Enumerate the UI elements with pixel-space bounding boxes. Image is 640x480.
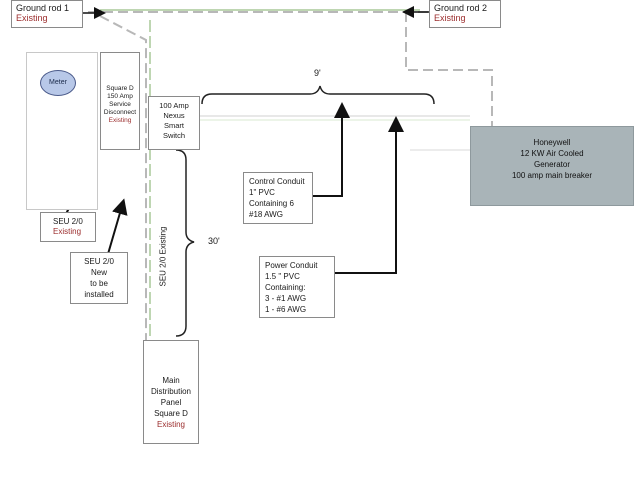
control-conduit-line-4: #18 AWG	[249, 210, 283, 219]
seu-new-line-4: installed	[84, 290, 114, 299]
service-disconnect-line-4: Disconnect	[103, 109, 137, 116]
service-disconnect-line-2: 150 Amp	[107, 93, 133, 100]
generator-line-2: 12 KW Air Cooled	[520, 149, 584, 158]
control-conduit-line-3: Containing 6	[249, 199, 294, 208]
ground-rod-1-status: Existing	[16, 13, 48, 23]
power-conduit-line-5: 1 - #6 AWG	[265, 305, 307, 314]
power-conduit-box: Power Conduit 1.5 " PVC Containing: 3 - …	[259, 256, 335, 318]
ground-rod-2-title: Ground rod 2	[434, 3, 488, 13]
horizontal-brace	[201, 85, 435, 105]
smart-switch-line-1: 100 Amp	[159, 101, 189, 110]
arrow-seu-new	[107, 198, 128, 255]
smart-switch-line-3: Smart	[163, 121, 184, 130]
main-panel-box: Main Distribution Panel Square D Existin…	[143, 340, 199, 444]
main-panel-line-2: Distribution	[150, 387, 191, 396]
seu-existing-title: SEU 2/0	[53, 217, 83, 226]
seu-new-box: SEU 2/0 New to be installed	[70, 252, 128, 304]
generator-line-4: 100 amp main breaker	[511, 171, 593, 180]
ground-rod-1-title: Ground rod 1	[16, 3, 70, 13]
seu-new-line-2: New	[90, 268, 107, 277]
ground-rod2-wire	[405, 12, 493, 126]
main-panel-status: Existing	[156, 420, 185, 429]
smart-switch-line-4: Switch	[162, 131, 186, 140]
vertical-brace	[175, 149, 195, 337]
ground-rod-2-box: Ground rod 2 Existing	[429, 0, 501, 28]
control-conduit-box: Control Conduit 1" PVC Containing 6 #18 …	[243, 172, 313, 224]
dimension-horizontal: 9'	[314, 68, 321, 78]
service-disconnect-line-1: Square D	[106, 85, 134, 92]
service-disconnect-box: Square D 150 Amp Service Disconnect Exis…	[100, 52, 140, 150]
smart-switch-line-2: Nexus	[163, 111, 185, 120]
generator-line-3: Generator	[533, 160, 571, 169]
generator-box: Honeywell 12 KW Air Cooled Generator 100…	[470, 126, 634, 206]
power-conduit-line-2: 1.5 " PVC	[265, 272, 300, 281]
generator-line-1: Honeywell	[533, 138, 571, 147]
main-panel-line-4: Square D	[154, 409, 188, 418]
seu-new-line-3: to be	[90, 279, 108, 288]
arrow-control-conduit	[312, 102, 350, 197]
ground-rod-2-status: Existing	[434, 13, 466, 23]
seu-new-line-1: SEU 2/0	[84, 257, 114, 266]
meter-circle: Meter	[40, 70, 76, 96]
smart-switch-box: 100 Amp Nexus Smart Switch	[148, 96, 200, 150]
vertical-run-label: SEU 2/0 Existing	[158, 226, 168, 287]
service-disconnect-line-3: Service	[109, 101, 131, 108]
main-panel-line-3: Panel	[160, 398, 182, 407]
power-conduit-line-1: Power Conduit	[265, 261, 318, 270]
control-conduit-line-2: 1" PVC	[249, 188, 275, 197]
ground-rod-1-box: Ground rod 1 Existing	[11, 0, 83, 28]
seu-existing-status: Existing	[53, 227, 82, 236]
dimension-vertical: 30'	[208, 236, 220, 246]
main-panel-line-1: Main	[162, 376, 180, 385]
seu-existing-box: SEU 2/0 Existing	[40, 212, 96, 242]
power-conduit-line-4: 3 - #1 AWG	[265, 294, 307, 303]
arrow-power-conduit	[334, 116, 404, 274]
ground-diagonal-wire	[99, 15, 147, 340]
control-conduit-line-1: Control Conduit	[249, 177, 305, 186]
meter-label: Meter	[49, 79, 67, 86]
power-conduit-line-3: Containing:	[265, 283, 306, 292]
service-disconnect-status: Existing	[108, 117, 132, 124]
